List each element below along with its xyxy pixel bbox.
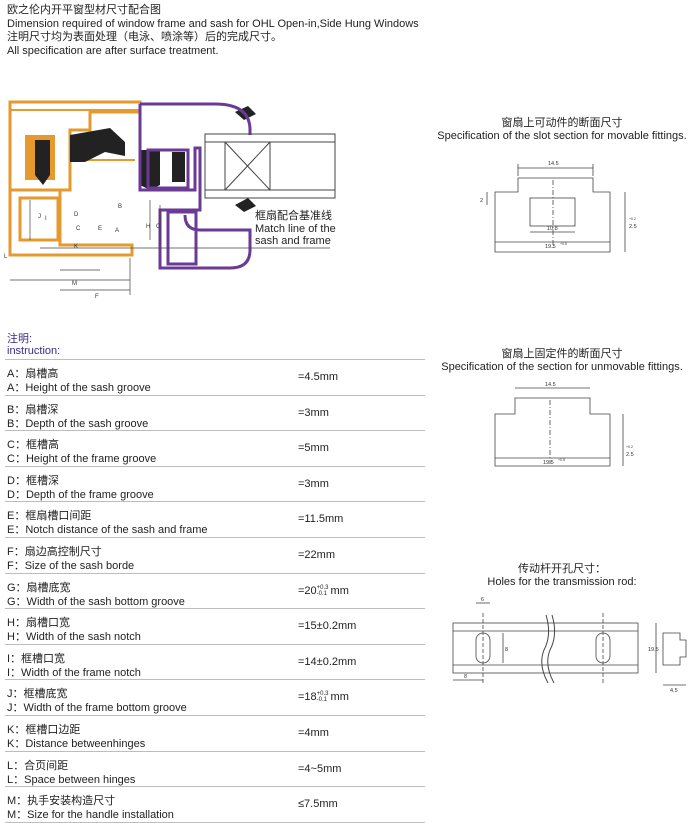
label-g: G: [156, 224, 161, 230]
label-l: L: [4, 254, 8, 260]
glass-unit: [204, 133, 336, 199]
rod-drawing: 6 8 8 19.5 4.5: [452, 597, 687, 694]
dimension-lines: [10, 200, 330, 295]
spec-row-g: G：扇槽底宽 G：Width of the sash bottom groove…: [5, 574, 425, 610]
label-c: C: [76, 226, 81, 232]
spec-row-a: A：扇槽高 A：Height of the sash groove =4.5mm: [5, 360, 425, 396]
unmovable-section-drawing: 14.5 19.5 +0.5 2.5 +0.2: [494, 382, 634, 467]
spec-row-b: B：扇槽深 B：Depth of the sash groove =3mm: [5, 396, 425, 432]
header: 欧之伦内开平窗型材尺寸配合图 Dimension required of win…: [7, 4, 419, 58]
spec-table: A：扇槽高 A：Height of the sash groove =4.5mm…: [5, 360, 425, 823]
spec-row-i: I：框槽口宽 I：Width of the frame notch =14±0.…: [5, 645, 425, 681]
movable-caption: 窗扇上可动件的断面尺寸 Specification of the slot se…: [437, 117, 687, 142]
movable-dim-left: 2: [480, 198, 483, 204]
label-k: K: [74, 244, 78, 250]
label-j: J: [38, 214, 41, 220]
rod-dim-left: 8: [464, 674, 467, 680]
spec-row-l: L：合页间距 L：Space between hinges =4~5mm: [5, 752, 425, 788]
rod-dim-side: 4.5: [670, 688, 678, 694]
label-e: E: [98, 226, 102, 232]
rod-dim-top: 6: [481, 597, 484, 603]
label-f: F: [95, 294, 99, 300]
profile-drawing: B A H G E C D I J K L M F: [4, 100, 336, 300]
frame-profile: [8, 100, 142, 257]
note-zh: 注明尺寸均为表面处理（电泳、喷涂等）后的完成尺寸。: [7, 31, 282, 43]
unmovable-dim-right-tol: +0.2: [626, 445, 633, 449]
spec-top-divider: [5, 359, 425, 360]
movable-dim-bottom: 19.5: [545, 244, 556, 250]
dimension-labels: B A H G E C D I J K L M F: [4, 204, 161, 300]
title-en: Dimension required of window frame and s…: [7, 17, 419, 30]
unmovable-caption: 窗扇上固定件的断面尺寸 Specification of the section…: [441, 348, 683, 373]
spec-row-e: E：框扇槽口间距 E：Notch distance of the sash an…: [5, 502, 425, 538]
title-zh: 欧之伦内开平窗型材尺寸配合图: [7, 4, 161, 16]
rod-dim-right: 19.5: [648, 647, 659, 653]
match-line-caption: 框扇配合基准线 Match line of the sash and frame: [255, 210, 336, 247]
movable-dim-top: 14.5: [548, 161, 559, 167]
label-d: D: [74, 212, 79, 218]
movable-dim-right: 2.5: [629, 224, 637, 230]
sash-profile: [138, 102, 252, 270]
spec-row-j: J：框槽底宽 J：Width of the frame bottom groov…: [5, 680, 425, 716]
spec-row-m: M：执手安装构造尺寸 M：Size for the handle install…: [5, 787, 425, 823]
spec-row-d: D：框槽深 D：Depth of the frame groove =3mm: [5, 467, 425, 503]
spec-row-c: C：框槽高 C：Height of the frame groove =5mm: [5, 431, 425, 467]
gaskets: [35, 106, 256, 212]
rod-caption: 传动杆开孔尺寸： Holes for the transmission rod:: [487, 563, 637, 588]
note-en: All specification are after surface trea…: [7, 44, 219, 57]
movable-dim-bottom-tol: +0.5: [560, 242, 567, 246]
unmovable-dim-top: 14.5: [545, 382, 556, 388]
label-b: B: [118, 204, 122, 210]
instruction-header: 注明: instruction:: [7, 333, 61, 357]
spec-row-k: K：框槽口边距 K：Distance betweenhinges =4mm: [5, 716, 425, 752]
movable-dim-right-tol: +0.2: [629, 217, 636, 221]
spec-row-f: F：扇边高控制尺寸 F：Size of the sash borde =22mm: [5, 538, 425, 574]
movable-section-drawing: 14.5 10.8 19.5 +0.5 2 2.5 +0.2: [480, 161, 637, 253]
unmovable-dim-right: 2.5: [626, 452, 634, 458]
label-a: A: [115, 228, 119, 234]
rod-dim-slot: 8: [505, 647, 508, 653]
movable-dim-mid: 10.8: [547, 226, 558, 232]
spec-row-h: H：扇槽口宽 H：Width of the sash notch =15±0.2…: [5, 609, 425, 645]
label-m: M: [72, 281, 77, 287]
label-h: H: [146, 224, 150, 230]
unmovable-dim-bottom: 19.5: [543, 460, 554, 466]
label-i: I: [45, 216, 47, 222]
unmovable-dim-bottom-tol: +0.5: [558, 458, 565, 462]
